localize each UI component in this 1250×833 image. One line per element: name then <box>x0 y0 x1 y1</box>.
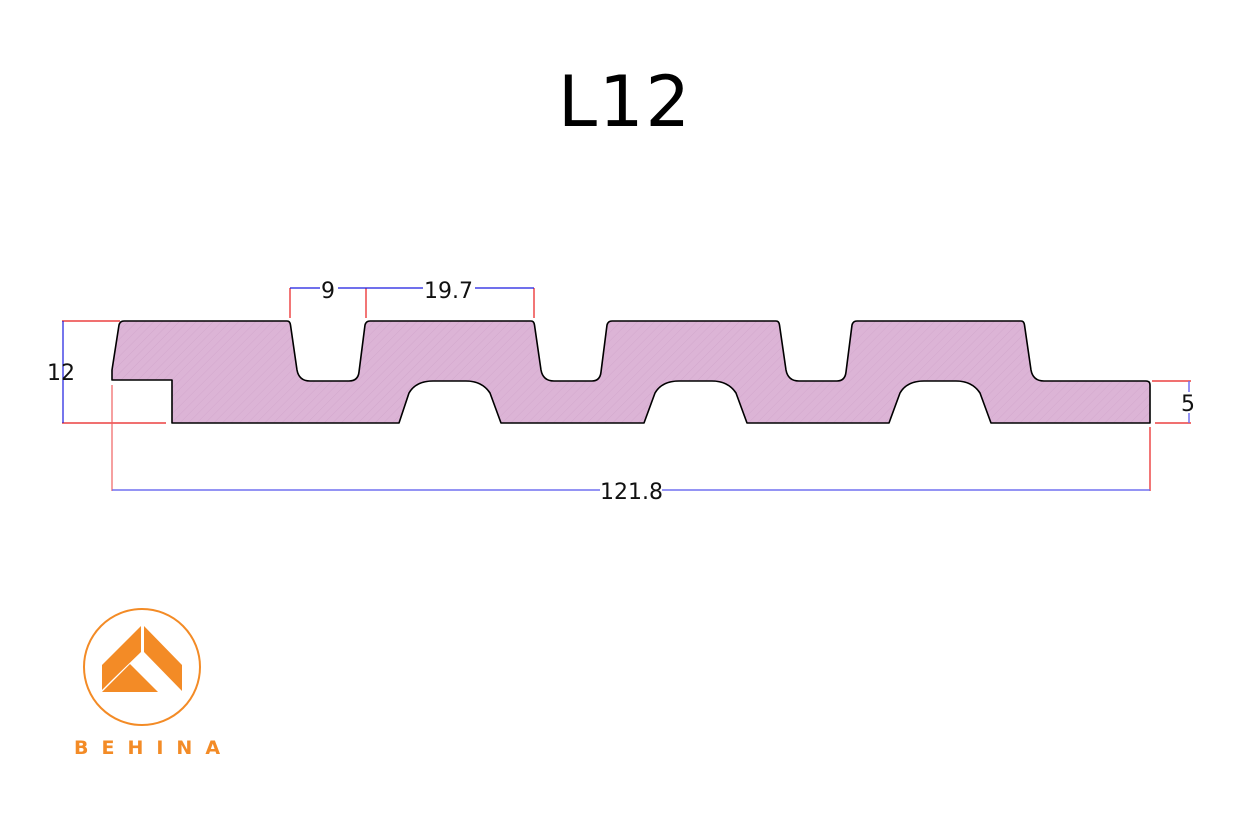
dimension-tongue-5: 5 <box>1152 380 1195 424</box>
dimension-height-12: 12 <box>47 320 166 424</box>
brand-name: BEHINA <box>74 737 234 759</box>
dimension-top: 9 19.7 <box>289 279 535 318</box>
dimension-length-121-8: 121.8 <box>111 385 1151 505</box>
dimension-label-height: 12 <box>47 361 75 386</box>
dimension-label-rib-pitch: 19.7 <box>424 279 473 304</box>
dimension-label-length: 121.8 <box>600 480 663 505</box>
dimension-label-tongue: 5 <box>1181 392 1195 417</box>
profile-title: L12 <box>557 61 693 143</box>
house-roof-in-circle-icon <box>83 608 201 726</box>
panel-profile-shape <box>111 320 1151 424</box>
dimension-label-groove-width: 9 <box>321 279 335 304</box>
